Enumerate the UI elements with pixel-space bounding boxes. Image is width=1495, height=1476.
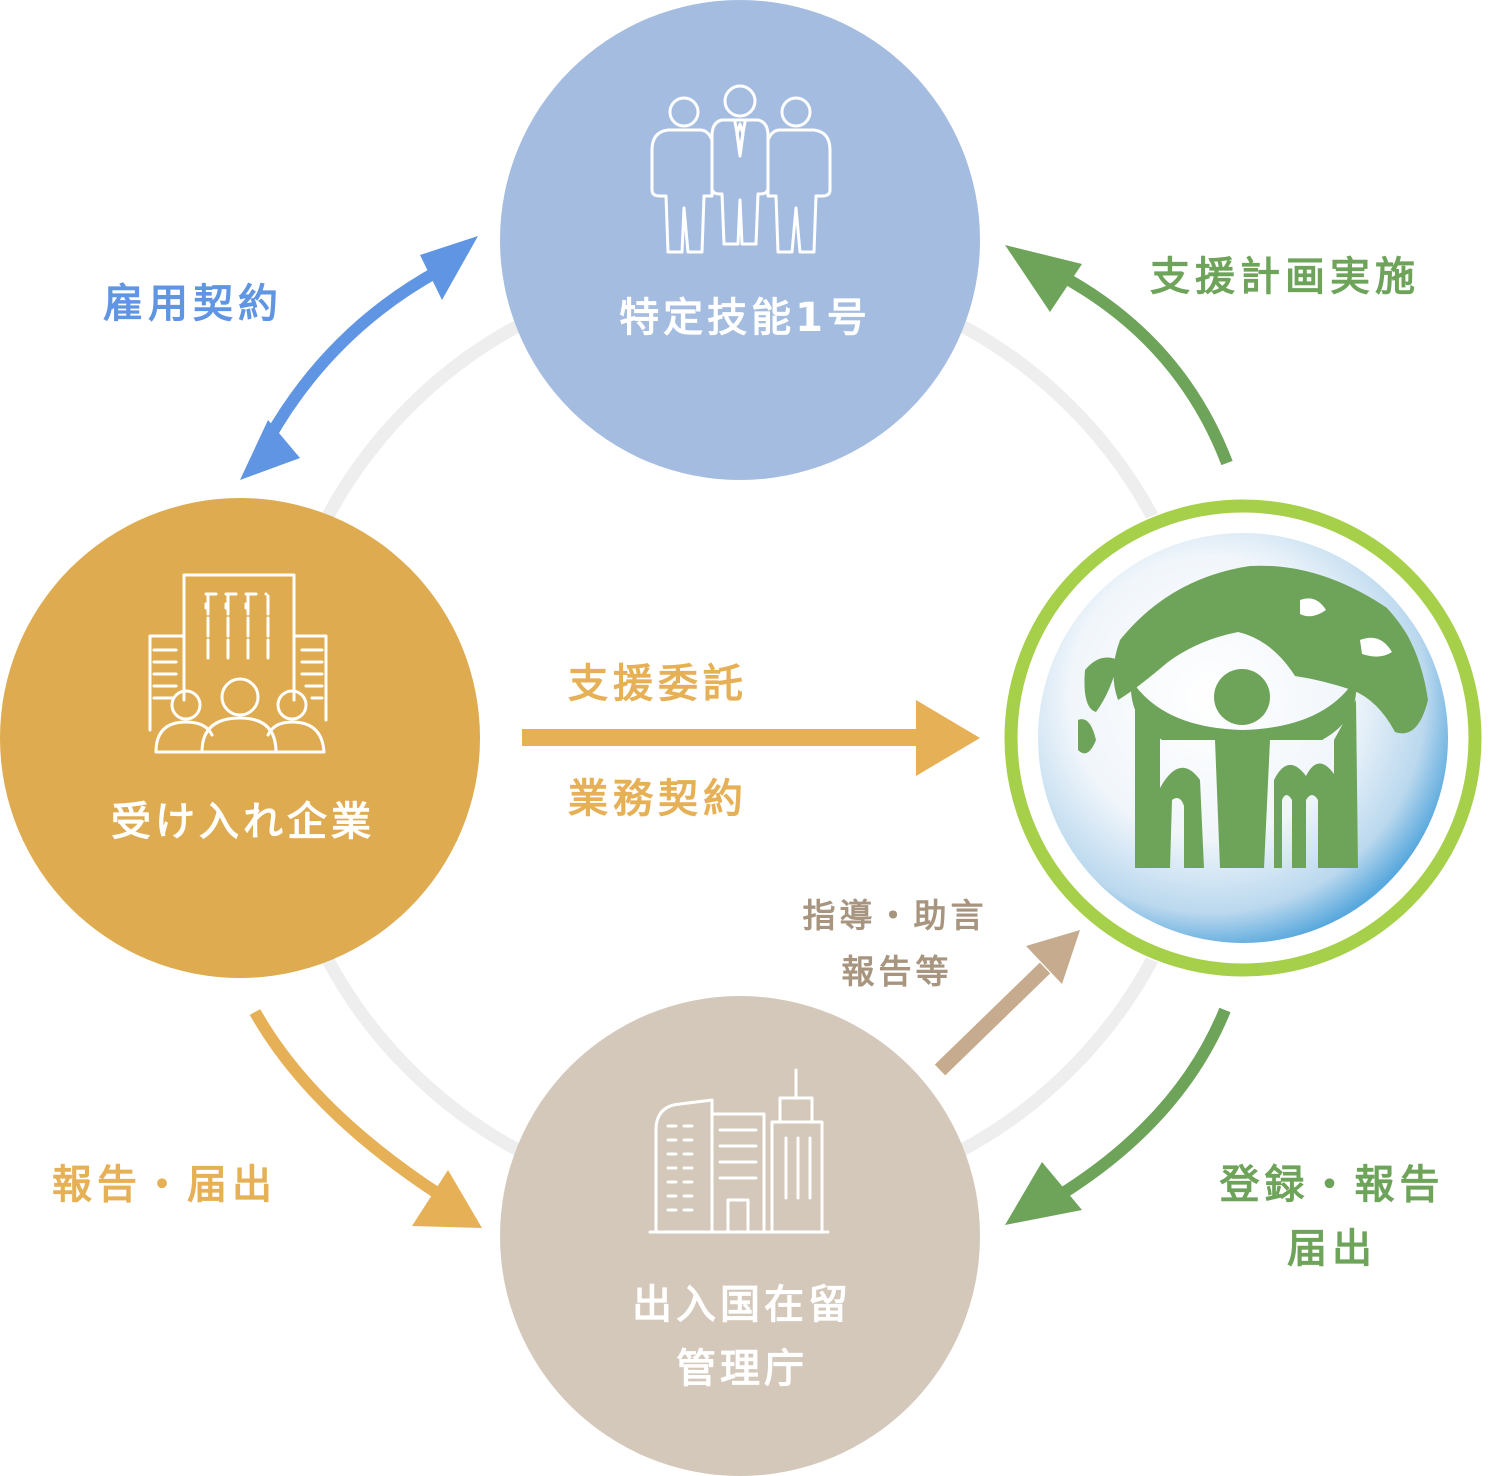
support-plan-arrow-label: 支援計画実施 (1150, 254, 1420, 300)
consignment-arrow-label-bottom: 業務契約 (568, 776, 748, 822)
support-org-node (1003, 498, 1483, 978)
registration-arrow (1005, 1007, 1231, 1225)
worker-circle (500, 0, 980, 480)
guidance-arrow-label-line2: 報告等 (842, 952, 953, 991)
people-group-icon (650, 84, 832, 254)
guidance-arrow (934, 930, 1080, 1076)
government-buildings-icon (648, 1068, 830, 1234)
immigration-label-line1: 出入国在留 (632, 1282, 852, 1328)
worker-node: 特定技能1号 (500, 0, 980, 480)
globe-logo-icon (1038, 533, 1448, 943)
consignment-arrow (522, 700, 980, 776)
employment-arrow (240, 236, 478, 480)
report-company-arrow (249, 1009, 482, 1228)
immigration-label-line2: 管理庁 (676, 1346, 808, 1392)
support-org-ring (1004, 499, 1482, 977)
immigration-node: 出入国在留 管理庁 (500, 996, 980, 1476)
office-building-people-icon (148, 573, 328, 754)
employment-arrow-label: 雇用契約 (103, 281, 283, 327)
report-company-arrow-label: 報告・届出 (52, 1162, 277, 1208)
immigration-circle (500, 996, 980, 1476)
company-node: 受け入れ企業 (0, 498, 480, 978)
registration-arrow-label-line1: 登録・報告 (1219, 1162, 1445, 1208)
registration-arrow-label-line2: 届出 (1287, 1226, 1377, 1272)
guidance-arrow-label-line1: 指導・助言 (803, 896, 988, 935)
consignment-arrow-label-top: 支援委託 (568, 661, 748, 707)
company-label: 受け入れ企業 (111, 799, 375, 845)
support-plan-arrow (1005, 245, 1233, 466)
company-circle (0, 498, 480, 978)
worker-label: 特定技能1号 (619, 295, 871, 341)
